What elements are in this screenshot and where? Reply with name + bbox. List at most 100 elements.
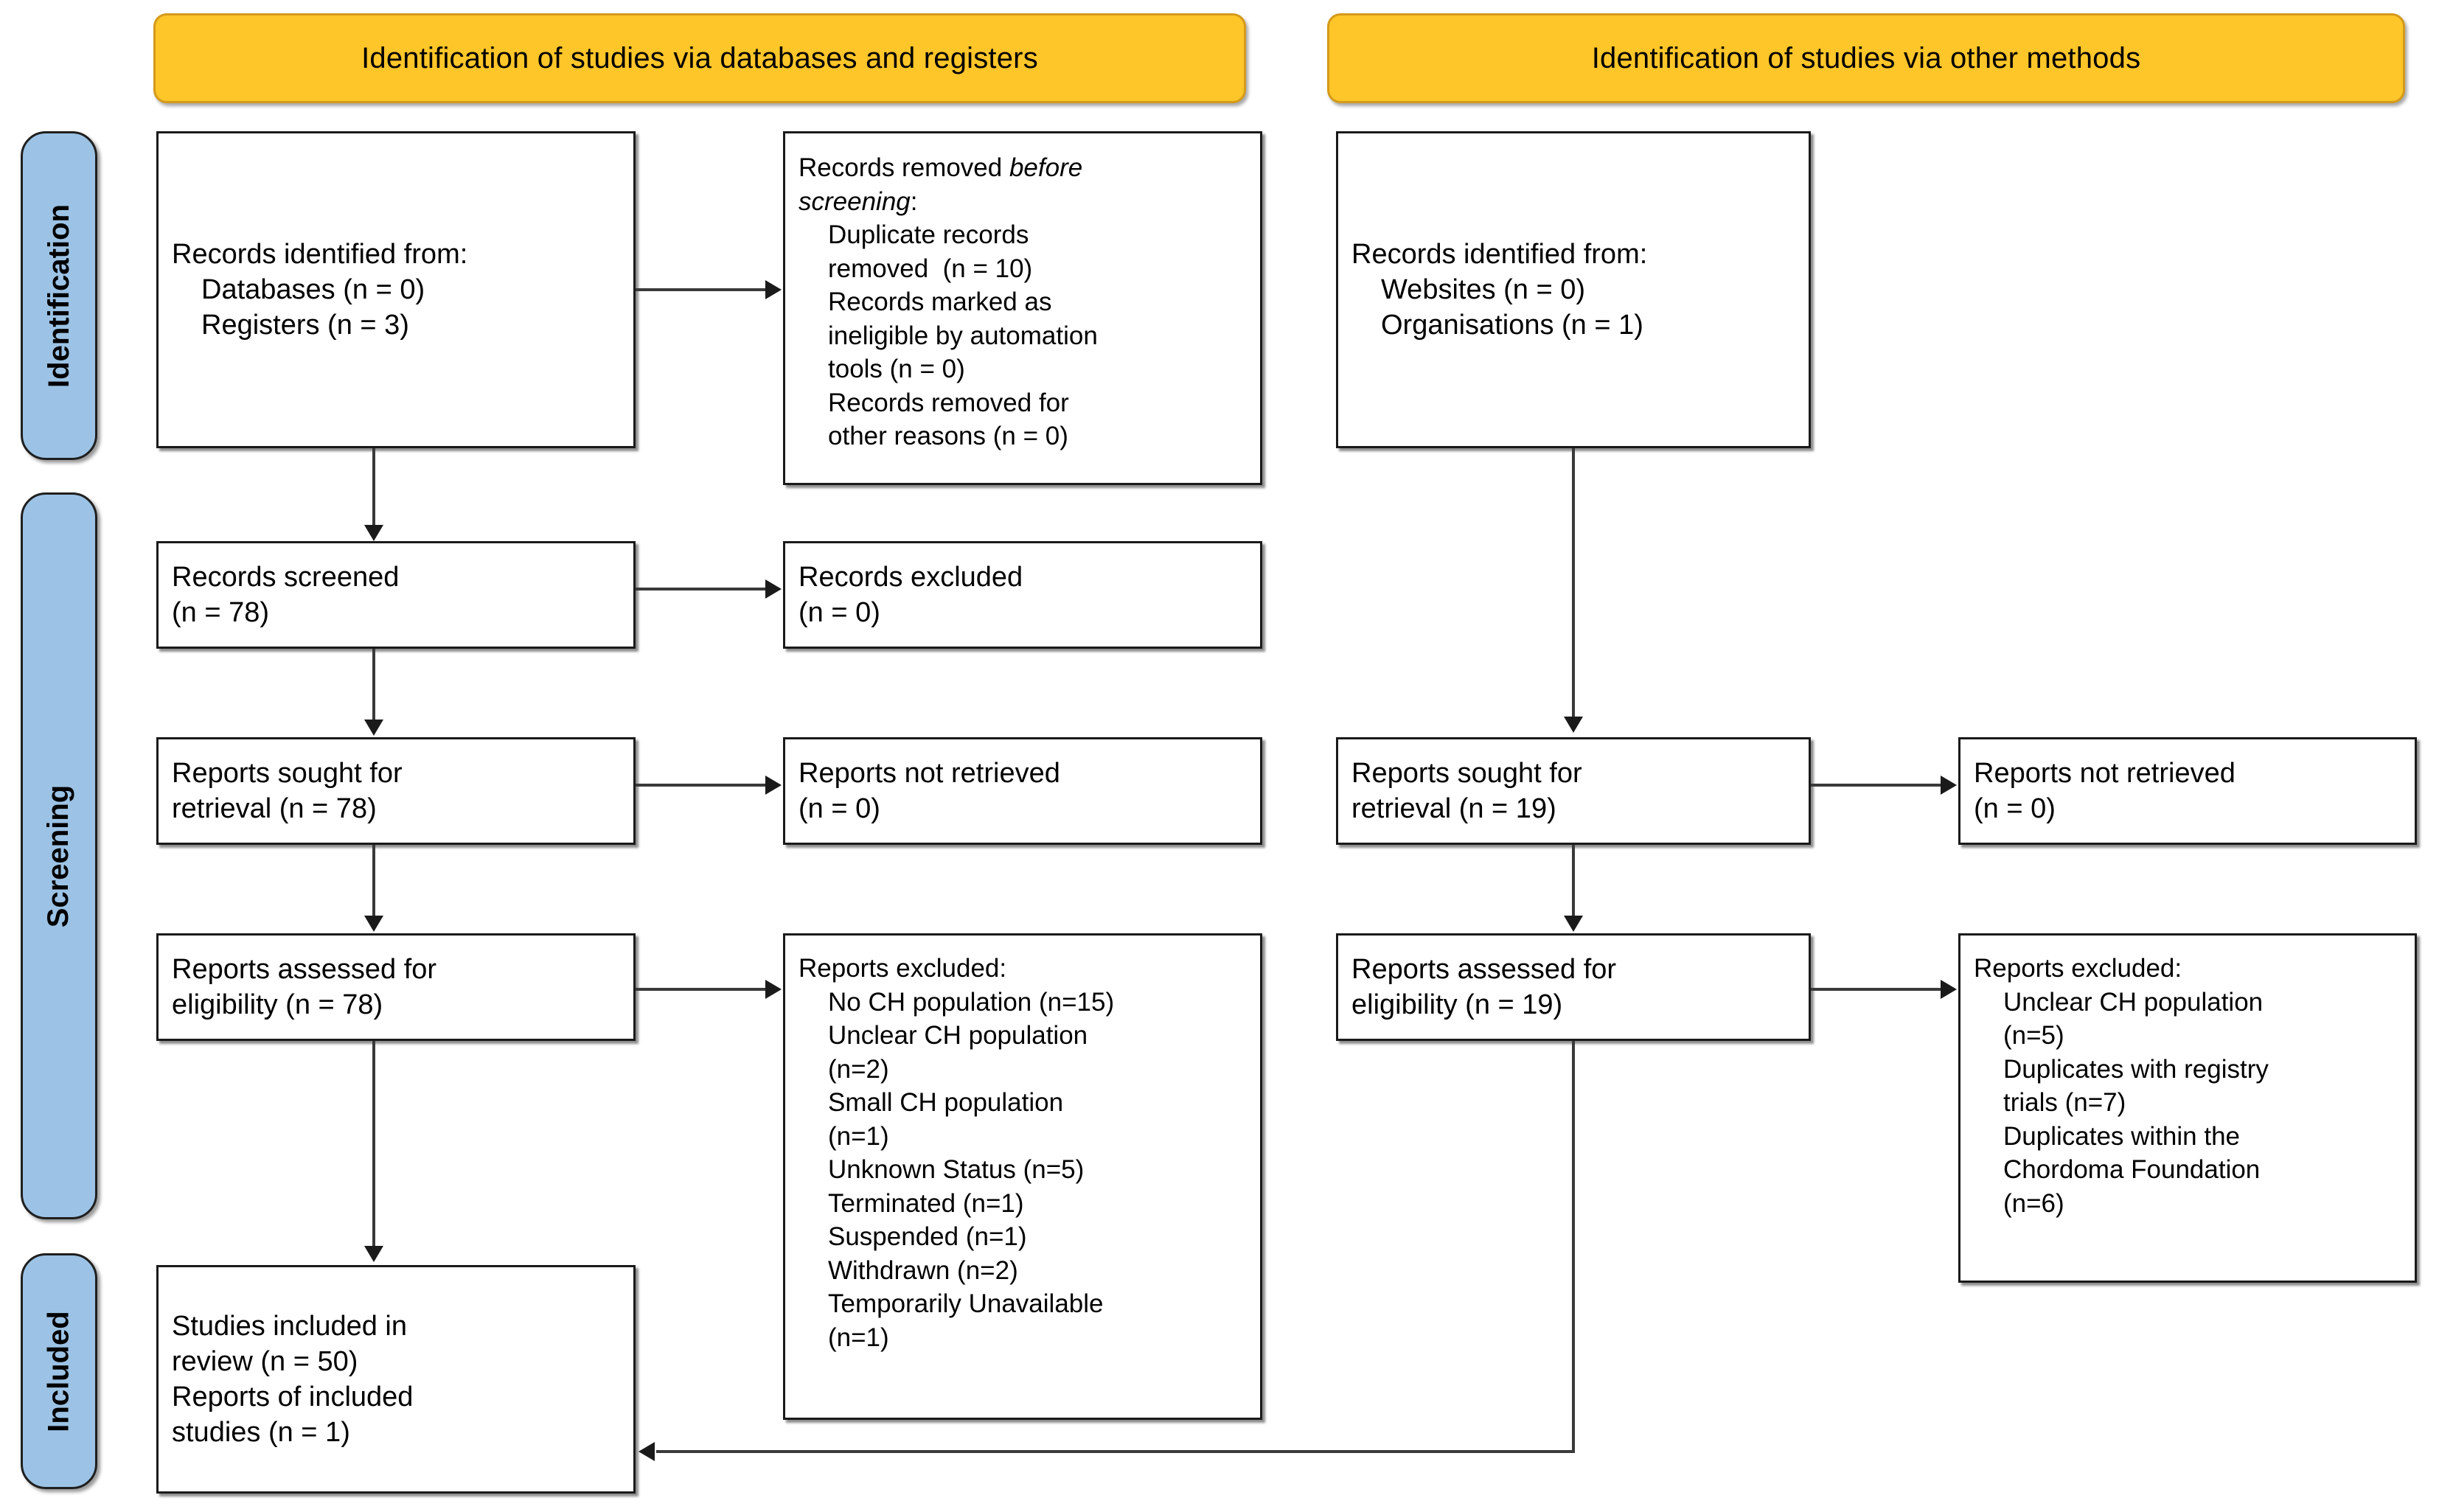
arrow-sought-to-assessed-right <box>1564 916 1583 932</box>
box-reports-excluded-left: Reports excluded: No CH population (n=15… <box>783 933 1262 1420</box>
reports-excluded-left-heading: Reports excluded: <box>798 954 1007 983</box>
arrow-sought-to-not-retrieved-right <box>1941 776 1957 795</box>
reports-sought-left-line2: retrieval (n = 78) <box>172 793 377 824</box>
records-removed-item2: removed (n = 10) <box>828 254 1033 283</box>
box-studies-included: Studies included in review (n = 50) Repo… <box>156 1265 636 1494</box>
connector-assessed-to-excluded-left <box>636 988 767 991</box>
reports-excluded-left-item5: (n=1) <box>828 1121 889 1151</box>
reports-excluded-left-item11: (n=1) <box>828 1323 889 1352</box>
stage-label-included: Included <box>21 1253 97 1489</box>
reports-not-retrieved-left-line1: Reports not retrieved <box>798 757 1060 789</box>
records-removed-item5: tools (n = 0) <box>828 355 965 383</box>
arrow-screened-to-sought <box>364 720 383 736</box>
arrow-identified-to-removed <box>765 280 782 299</box>
arrow-assessed-to-excluded-right <box>1941 980 1957 999</box>
reports-excluded-right-item4: trials (n=7) <box>2003 1088 2126 1117</box>
connector-right-assessed-elbow-vertical <box>1572 1041 1575 1453</box>
connector-identified-to-screened <box>372 448 375 528</box>
reports-assessed-left-line1: Reports assessed for <box>172 953 437 985</box>
reports-excluded-left-item7: Terminated (n=1) <box>828 1188 1024 1218</box>
box-records-excluded: Records excluded (n = 0) <box>783 541 1262 649</box>
arrow-assessed-to-included <box>364 1246 383 1262</box>
stage-label-included-text: Included <box>42 1310 75 1432</box>
connector-assessed-to-included <box>372 1041 375 1249</box>
reports-assessed-right-line1: Reports assessed for <box>1351 953 1617 985</box>
studies-included-line1: Studies included in <box>172 1310 407 1342</box>
connector-sought-to-not-retrieved-right <box>1811 784 1942 787</box>
reports-excluded-left-item1: No CH population (n=15) <box>828 987 1115 1017</box>
connector-sought-to-not-retrieved-left <box>636 784 767 787</box>
records-identified-organisations: Organisations (n = 1) <box>1381 310 1643 341</box>
reports-sought-right-line1: Reports sought for <box>1351 757 1582 789</box>
banner-databases-label: Identification of studies via databases … <box>361 41 1038 74</box>
reports-sought-left-line1: Reports sought for <box>172 757 403 789</box>
records-removed-item1: Duplicate records <box>828 220 1029 249</box>
reports-excluded-left-item9: Withdrawn (n=2) <box>828 1255 1018 1285</box>
reports-excluded-right-item1: Unclear CH population <box>2003 987 2264 1017</box>
box-records-identified-other: Records identified from: Websites (n = 0… <box>1336 131 1811 448</box>
records-identified-other-line1: Records identified from: <box>1351 238 1648 270</box>
banner-other-methods-label: Identification of studies via other meth… <box>1591 41 2141 74</box>
records-removed-heading-before: before <box>1009 153 1083 182</box>
banner-databases-registers: Identification of studies via databases … <box>153 13 1246 103</box>
box-reports-not-retrieved-left: Reports not retrieved (n = 0) <box>783 737 1262 845</box>
records-removed-heading-a: Records removed <box>798 153 1009 182</box>
reports-excluded-right-item2: (n=5) <box>2003 1021 2064 1050</box>
connector-assessed-to-excluded-right <box>1811 988 1942 991</box>
records-screened-line2: (n = 78) <box>172 597 270 628</box>
reports-excluded-right-heading: Reports excluded: <box>1974 954 2182 983</box>
records-excluded-line1: Records excluded <box>798 561 1023 593</box>
box-reports-not-retrieved-right: Reports not retrieved (n = 0) <box>1958 737 2417 845</box>
records-identified-registers: Registers (n = 3) <box>201 310 409 341</box>
records-identified-line1: Records identified from: <box>172 238 468 270</box>
reports-excluded-right-item3: Duplicates with registry <box>2003 1054 2269 1084</box>
studies-included-line3: Reports of included <box>172 1382 414 1412</box>
arrow-right-assessed-to-included <box>639 1442 655 1461</box>
reports-not-retrieved-left-line2: (n = 0) <box>798 793 880 824</box>
arrow-assessed-to-excluded-left <box>765 980 782 999</box>
connector-right-assessed-elbow-horizontal <box>656 1450 1573 1453</box>
records-removed-item6: Records removed for <box>828 388 1069 417</box>
connector-screened-to-excluded <box>636 588 767 590</box>
box-records-removed-before-screening: Records removed before screening: Duplic… <box>783 131 1262 485</box>
connector-screened-to-sought <box>372 649 375 722</box>
connector-sought-to-assessed-left <box>372 845 375 919</box>
records-removed-item4: ineligible by automation <box>828 321 1098 350</box>
arrow-screened-to-excluded <box>765 579 782 599</box>
box-records-identified-databases: Records identified from: Databases (n = … <box>156 131 636 448</box>
box-records-screened: Records screened (n = 78) <box>156 541 636 649</box>
records-removed-item7: other reasons (n = 0) <box>828 422 1068 450</box>
reports-not-retrieved-right-line2: (n = 0) <box>1974 793 2056 824</box>
stage-label-identification-text: Identification <box>42 203 75 388</box>
records-removed-heading2: screening: <box>798 185 1247 219</box>
records-screened-line1: Records screened <box>172 561 400 593</box>
stage-label-screening: Screening <box>21 492 97 1219</box>
connector-identified-to-removed <box>636 288 767 291</box>
box-reports-assessed-right: Reports assessed for eligibility (n = 19… <box>1336 933 1811 1041</box>
box-reports-assessed-left: Reports assessed for eligibility (n = 78… <box>156 933 636 1041</box>
records-removed-heading: Records removed before <box>798 151 1247 185</box>
studies-included-line4: studies (n = 1) <box>172 1417 350 1449</box>
reports-excluded-left-item10: Temporarily Unavailable <box>828 1289 1104 1318</box>
arrow-sought-to-assessed-left <box>364 916 383 932</box>
studies-included-line2: review (n = 50) <box>172 1345 358 1377</box>
stage-label-identification: Identification <box>21 131 97 460</box>
reports-excluded-left-item3: (n=2) <box>828 1054 889 1084</box>
records-removed-heading-colon: : <box>910 187 918 216</box>
arrow-identified-to-screened <box>364 525 383 541</box>
reports-excluded-left-item6: Unknown Status (n=5) <box>828 1155 1085 1184</box>
reports-sought-right-line2: retrieval (n = 19) <box>1351 793 1556 824</box>
reports-excluded-right-item7: (n=6) <box>2003 1188 2064 1218</box>
reports-not-retrieved-right-line1: Reports not retrieved <box>1974 757 2236 789</box>
reports-excluded-left-item2: Unclear CH population <box>828 1021 1088 1050</box>
reports-assessed-right-line2: eligibility (n = 19) <box>1351 989 1563 1020</box>
records-removed-heading-screening: screening <box>798 187 911 216</box>
banner-other-methods: Identification of studies via other meth… <box>1327 13 2405 103</box>
arrow-sought-to-not-retrieved-left <box>765 776 782 795</box>
reports-excluded-left-item8: Suspended (n=1) <box>828 1222 1027 1251</box>
box-reports-excluded-right: Reports excluded: Unclear CH population … <box>1958 933 2417 1283</box>
arrow-other-identified-to-sought <box>1564 717 1583 733</box>
connector-sought-to-assessed-right <box>1572 845 1575 919</box>
connector-other-identified-to-sought <box>1572 448 1575 720</box>
